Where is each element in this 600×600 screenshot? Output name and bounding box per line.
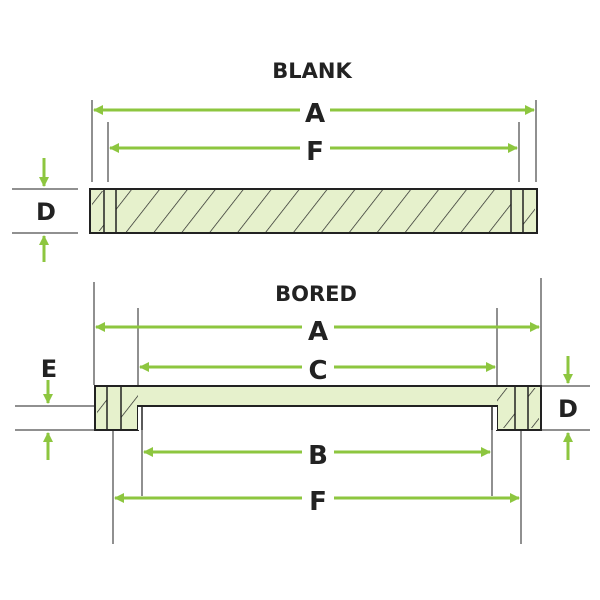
blank-extension-lines bbox=[12, 100, 537, 234]
blank-dim-a-label: A bbox=[305, 99, 325, 129]
blank-dim-d-label: D bbox=[36, 198, 56, 226]
bored-flange bbox=[94, 385, 542, 431]
bored-dimension-arrows bbox=[43, 322, 573, 503]
bored-dim-b-label: B bbox=[308, 441, 328, 471]
blank-dim-f-label: F bbox=[306, 137, 324, 167]
blank-title: BLANK bbox=[272, 59, 352, 83]
bored-dim-e-label: E bbox=[41, 355, 57, 383]
bored-extension-lines bbox=[15, 278, 590, 544]
bored-dim-a-label: A bbox=[308, 317, 328, 347]
bored-dim-c-label: C bbox=[308, 356, 327, 386]
bored-dim-f-label: F bbox=[309, 487, 327, 517]
blank-flange bbox=[89, 188, 538, 234]
bored-title: BORED bbox=[275, 282, 357, 306]
blank-dimension-arrows bbox=[39, 105, 535, 262]
bored-dim-d-label: D bbox=[558, 395, 578, 423]
